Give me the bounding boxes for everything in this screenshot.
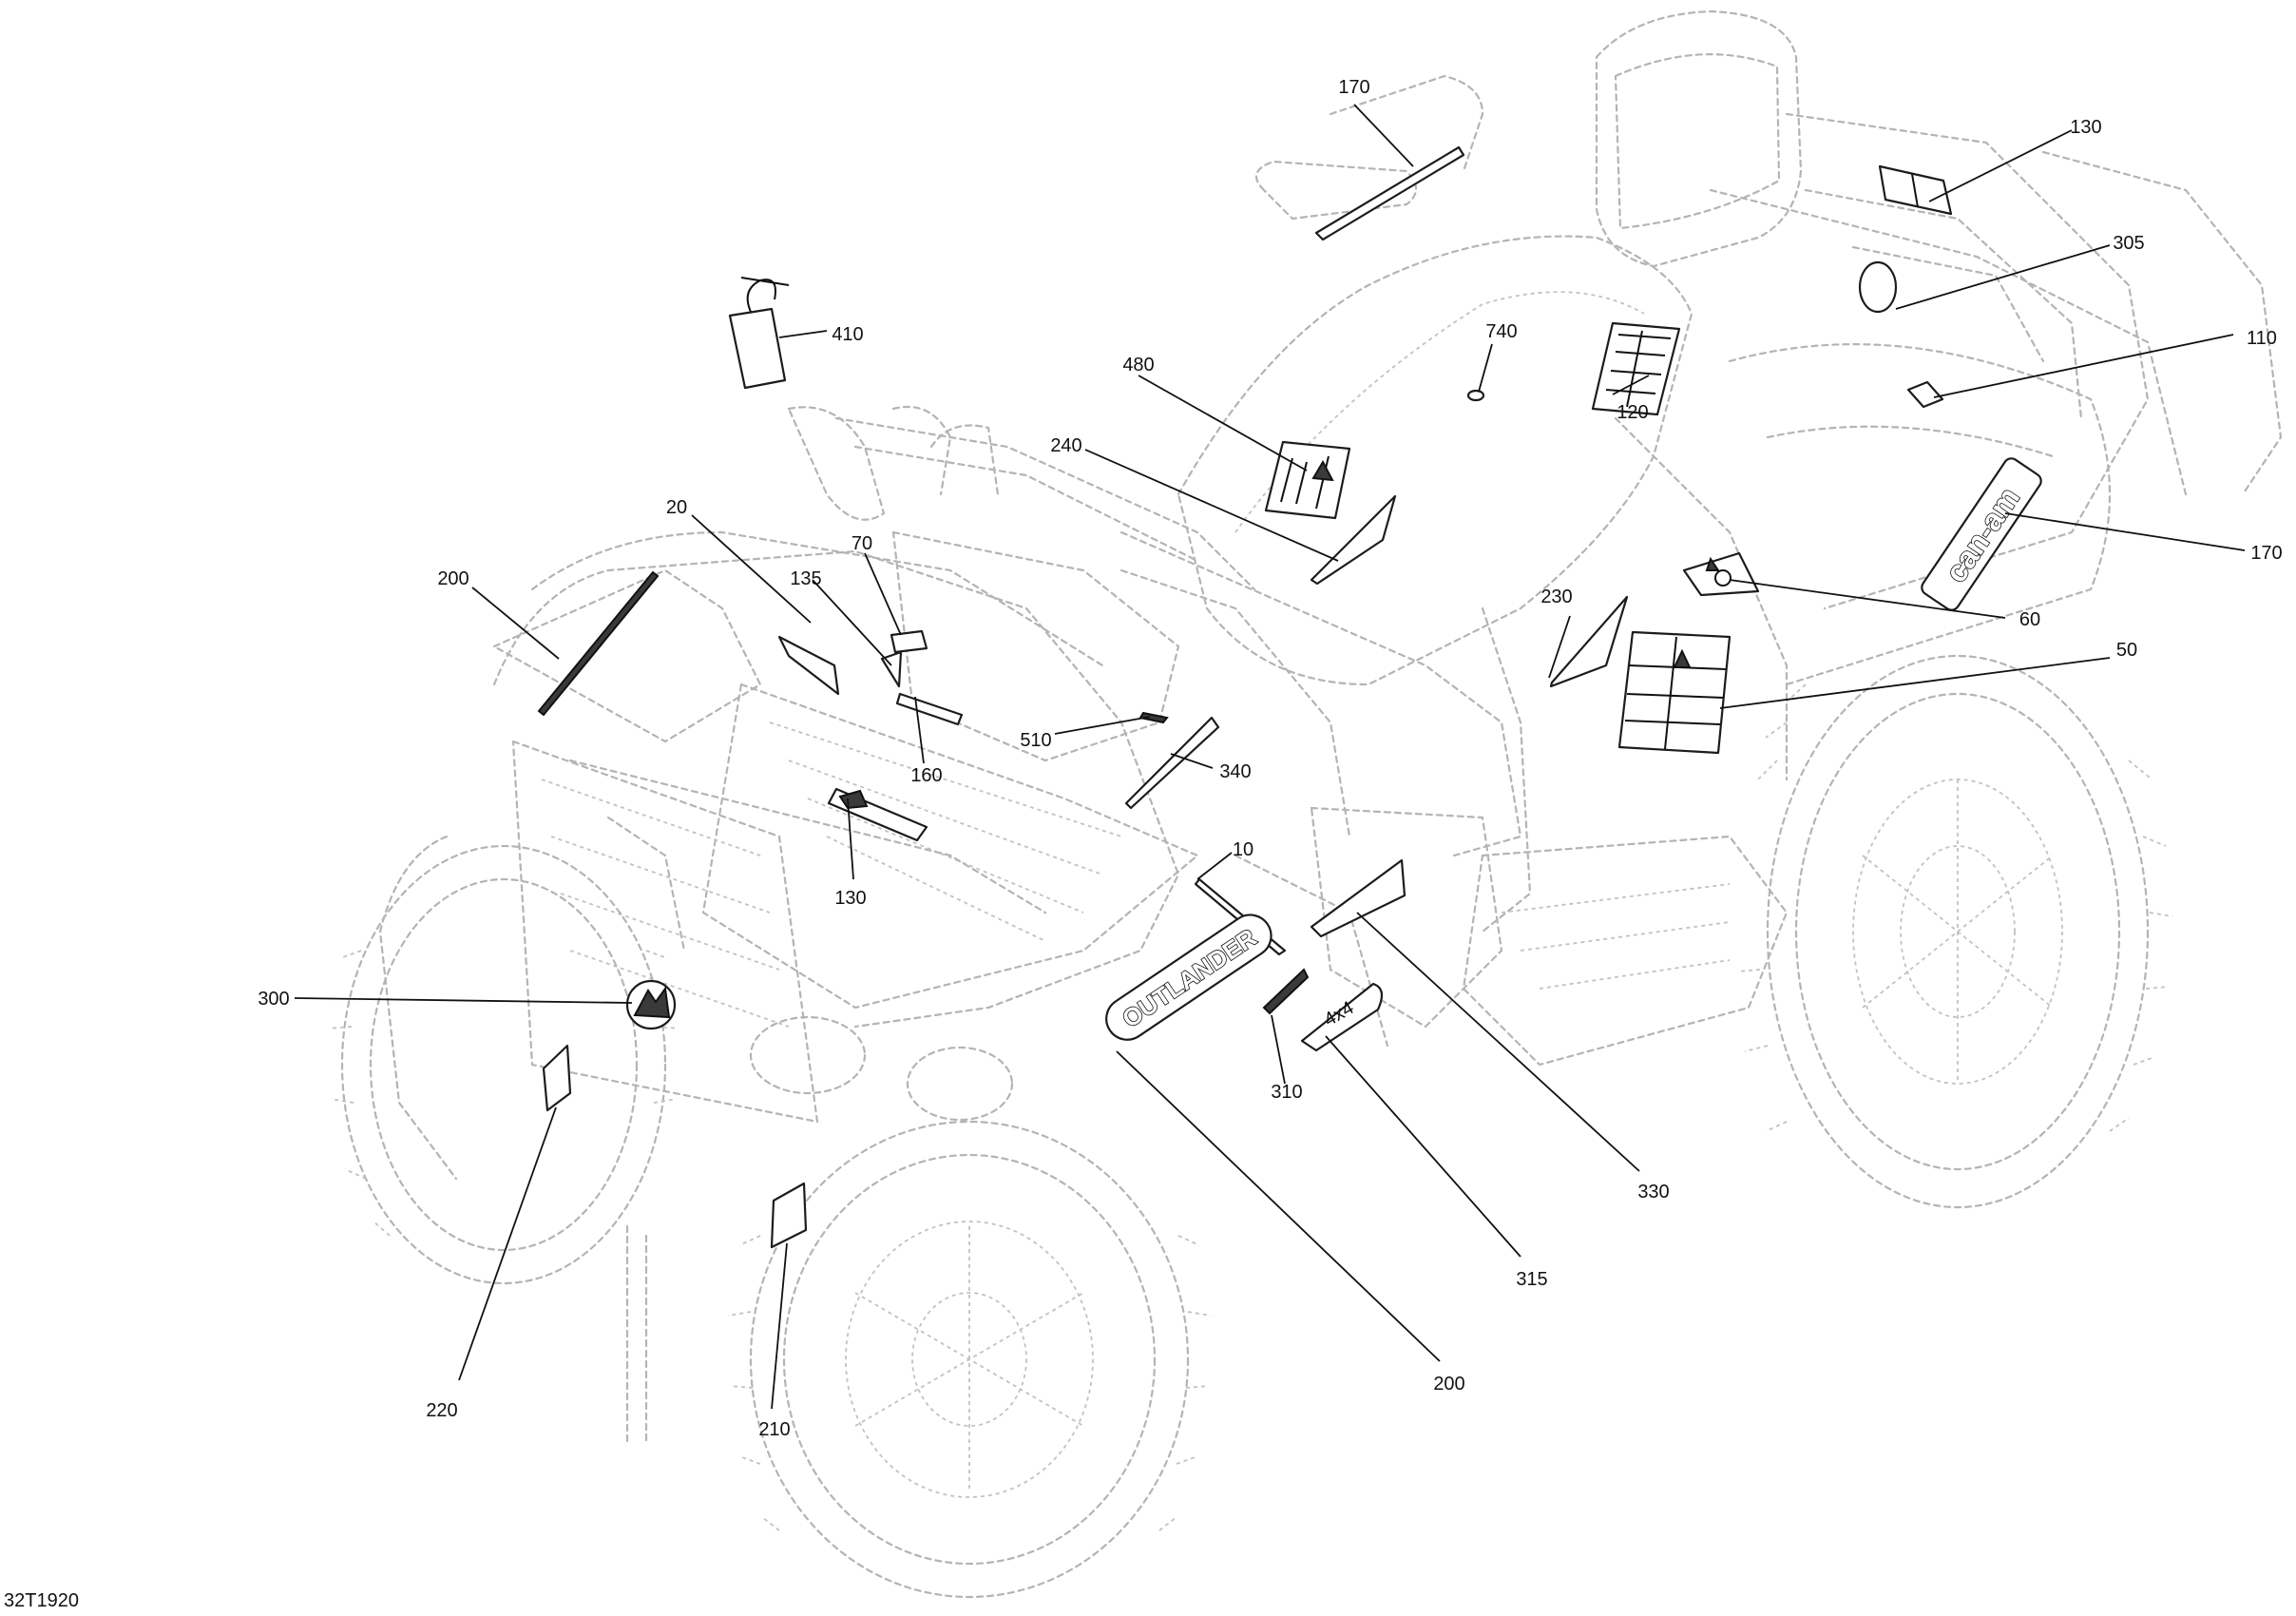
callout-labels: 170 130 305 110 740 120 410 480 240 170 … <box>258 77 2282 1440</box>
callout-305: 305 <box>2113 233 2144 254</box>
callout-410: 410 <box>832 324 863 345</box>
callout-120: 120 <box>1617 402 1648 423</box>
callout-50: 50 <box>2116 640 2137 661</box>
callout-160: 160 <box>910 765 942 786</box>
callout-240: 240 <box>1050 435 1081 456</box>
decal-160 <box>895 692 964 726</box>
leader-lines <box>294 104 2246 1410</box>
callout-300: 300 <box>258 989 289 1010</box>
decal-170-canam: can-am <box>1921 457 2042 611</box>
decal-480-label <box>1264 440 1351 520</box>
callout-20: 20 <box>666 497 687 518</box>
decal-240-strip <box>1310 494 1397 586</box>
decal-20 <box>777 635 840 696</box>
callout-310: 310 <box>1271 1082 1302 1103</box>
decal-170-top-strip <box>1314 145 1465 241</box>
callout-220: 220 <box>426 1400 457 1421</box>
vehicle-outline <box>328 10 2283 1599</box>
callout-170: 170 <box>2250 543 2282 564</box>
decal-300-round-logo <box>625 979 677 1030</box>
callout-340: 340 <box>1219 761 1251 782</box>
decal-510 <box>1138 711 1169 724</box>
decal-220-panel <box>542 1044 572 1112</box>
decal-310 <box>1262 968 1310 1015</box>
decal-60-label <box>1682 551 1760 597</box>
decal-120-warning <box>1591 321 1681 416</box>
callout-200: 200 <box>437 568 469 589</box>
svg-text:OUTLANDER: OUTLANDER <box>1117 923 1261 1033</box>
decal-740-small <box>1466 389 1485 402</box>
callout-110: 110 <box>2247 328 2277 349</box>
callout-130: 130 <box>2070 117 2101 138</box>
callout-200: 200 <box>1433 1374 1464 1395</box>
callout-130: 130 <box>834 888 866 909</box>
decal-410-tag <box>728 307 787 390</box>
callout-230: 230 <box>1540 587 1572 607</box>
callout-740: 740 <box>1485 321 1517 342</box>
decal-305-oval <box>1858 260 1898 314</box>
callout-135: 135 <box>790 568 821 589</box>
callout-10: 10 <box>1233 839 1253 860</box>
decal-70 <box>890 629 928 654</box>
callout-480: 480 <box>1122 355 1154 375</box>
figure-reference-code: 32T1920 <box>4 1590 79 1611</box>
decal-315-4x4 <box>1300 982 1384 1052</box>
callout-315: 315 <box>1516 1269 1547 1290</box>
callout-170: 170 <box>1338 77 1369 98</box>
decal-210-panel <box>770 1182 808 1249</box>
decal-200-outlander: OUTLANDER <box>1105 914 1272 1041</box>
callout-330: 330 <box>1637 1182 1669 1202</box>
callout-70: 70 <box>851 533 872 554</box>
decal-330-panel <box>1310 858 1406 938</box>
decal-200-hood-stripe <box>537 570 660 717</box>
decal-110-small <box>1906 380 1944 409</box>
callout-510: 510 <box>1020 730 1051 751</box>
decal-230-strip <box>1549 595 1629 688</box>
callout-60: 60 <box>2019 609 2040 630</box>
callout-210: 210 <box>758 1419 790 1440</box>
decal-340-strip <box>1124 716 1220 810</box>
